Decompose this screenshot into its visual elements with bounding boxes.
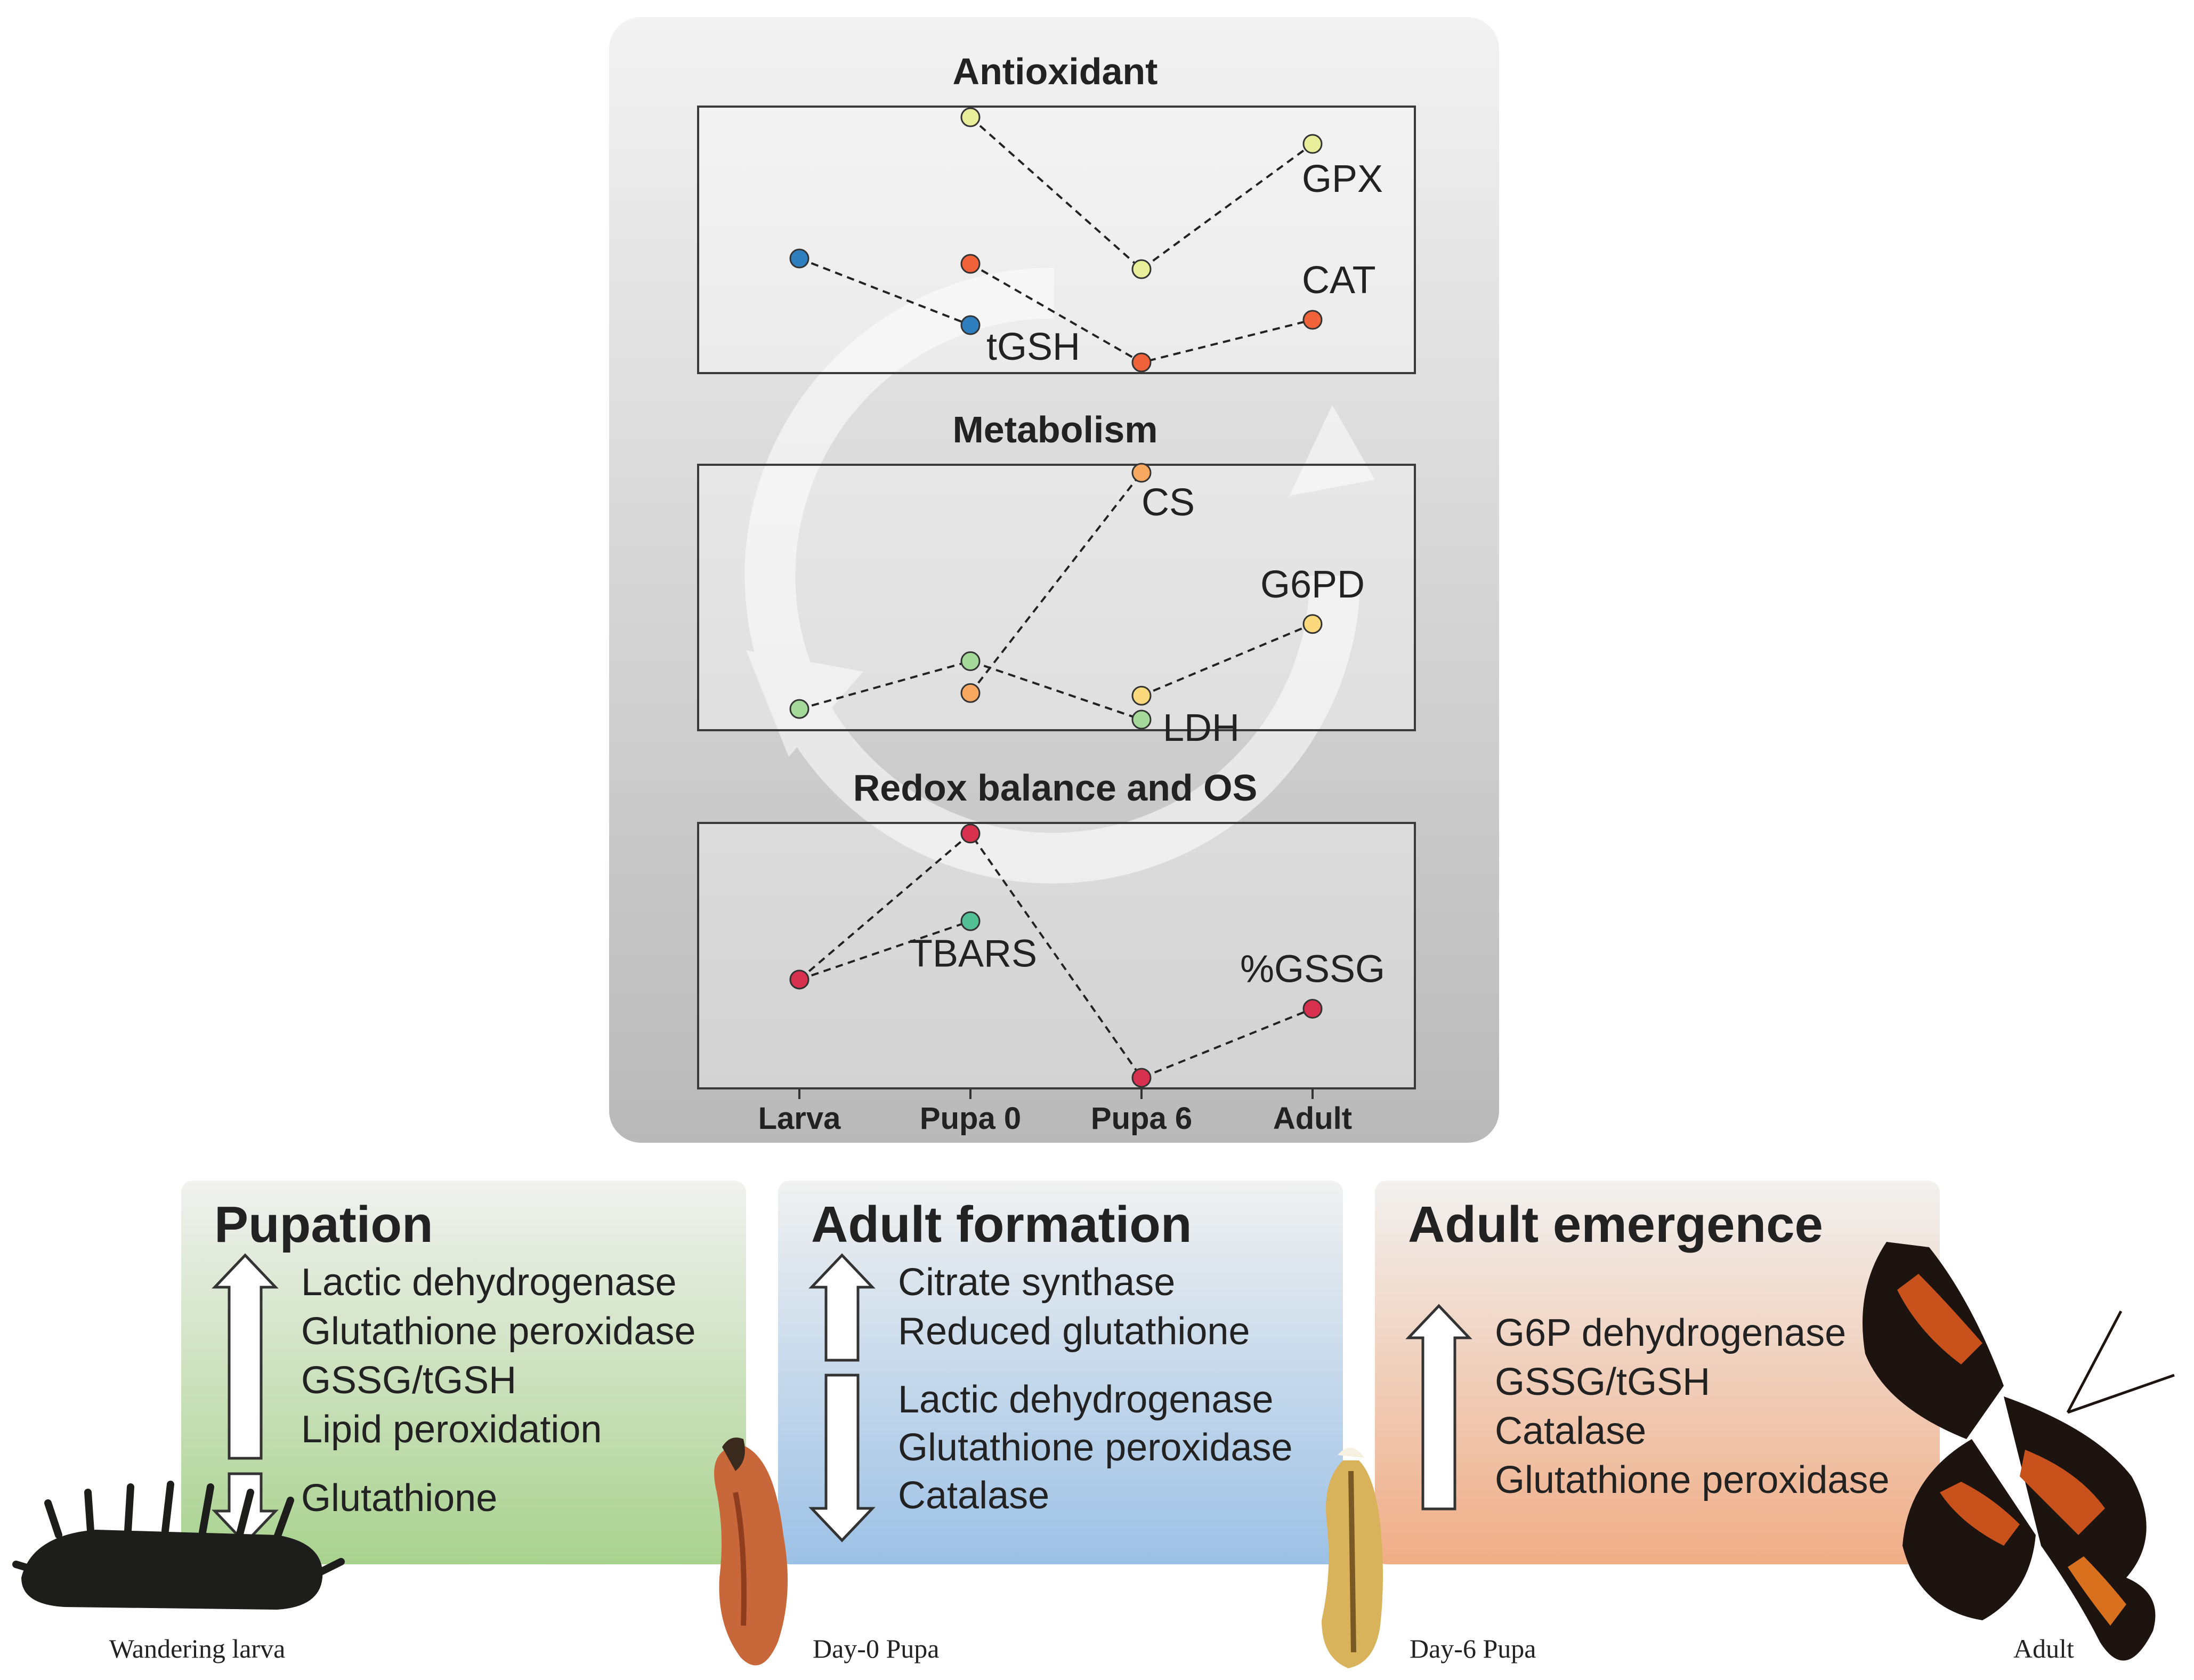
stage-heading: Adult formation [811, 1196, 1192, 1253]
data-point [960, 651, 981, 672]
organism-caption: Adult [2013, 1634, 2074, 1663]
caterpillar-icon [12, 1481, 345, 1610]
plot-2: Redox balance and OS TBARS %GSSG [697, 767, 1416, 1089]
series-line [799, 920, 971, 981]
series-line [969, 472, 1143, 694]
series-line [798, 831, 1313, 1079]
day0-pupa-icon [714, 1437, 788, 1666]
series-label: CAT [1302, 259, 1376, 302]
up-item: Lipid peroxidation [301, 1408, 602, 1451]
data-point [789, 248, 809, 269]
up-item: Glutathione peroxidase [1495, 1459, 1890, 1501]
x-tick-label: Adult [1273, 1101, 1352, 1136]
series-label: CS [1141, 481, 1195, 524]
stage-box-background [1375, 1181, 1940, 1564]
series-line [1141, 623, 1313, 697]
series-label: GPX [1302, 158, 1383, 200]
up-item: Reduced glutathione [898, 1310, 1250, 1353]
series-label: TBARS [909, 932, 1037, 975]
butterfly-icon [1863, 1242, 2175, 1661]
data-point [1131, 1068, 1152, 1088]
plot-frame [697, 464, 1416, 731]
organism-caption: Day-6 Pupa [1410, 1634, 1536, 1663]
up-arrow-icon [212, 1253, 279, 1460]
stage-box-background [778, 1181, 1343, 1564]
plot-title: Metabolism [952, 409, 1157, 450]
data-point [960, 823, 981, 844]
data-point [1131, 352, 1152, 373]
down-item: Catalase [898, 1474, 1049, 1517]
up-item: GSSG/tGSH [301, 1359, 516, 1402]
down-item: Lactic dehydrogenase [898, 1378, 1274, 1421]
up-item: Citrate synthase [898, 1261, 1175, 1304]
stage-box-background [181, 1181, 746, 1564]
series-label: LDH [1163, 707, 1240, 749]
down-arrow-icon [808, 1374, 876, 1542]
data-point [1131, 709, 1152, 730]
x-tick-label: Pupa 0 [920, 1101, 1021, 1136]
top-panel-background [609, 17, 1499, 1143]
up-item: Catalase [1495, 1410, 1646, 1452]
data-point [960, 254, 981, 274]
up-item: G6P dehydrogenase [1495, 1312, 1846, 1354]
up-item: GSSG/tGSH [1495, 1361, 1710, 1403]
plot-title: Redox balance and OS [853, 767, 1258, 809]
up-item: Glutathione peroxidase [301, 1310, 696, 1353]
data-point [960, 107, 981, 127]
plot-title: Antioxidant [953, 51, 1158, 92]
data-point [960, 315, 981, 335]
x-tick-label: Larva [758, 1101, 841, 1136]
plot-frame [697, 106, 1416, 374]
series-label: G6PD [1260, 563, 1365, 606]
data-point [1302, 310, 1323, 330]
organism-illustrations [12, 1242, 2175, 1668]
x-tick-label: Pupa 6 [1091, 1101, 1192, 1136]
stage-heading: Pupation [214, 1196, 433, 1253]
down-item: Glutathione peroxidase [898, 1426, 1293, 1469]
series-line [799, 257, 971, 326]
data-point [789, 699, 809, 719]
data-point [1131, 463, 1152, 483]
data-point [1131, 685, 1152, 706]
data-point [789, 970, 809, 990]
data-point [1131, 259, 1152, 279]
down-item: Glutathione [301, 1477, 497, 1520]
series-line [799, 660, 1142, 721]
data-point [1302, 134, 1323, 154]
up-arrow-icon [808, 1253, 876, 1362]
stage-heading: Adult emergence [1408, 1196, 1823, 1253]
data-point [1302, 614, 1323, 634]
data-point [960, 683, 981, 703]
organism-captions: Wandering larva Day-0 Pupa Day-6 Pupa Adult [109, 1634, 2074, 1663]
day6-pupa-icon [1322, 1448, 1383, 1668]
data-point [960, 911, 981, 931]
up-item: Lactic dehydrogenase [301, 1261, 677, 1304]
series-label: %GSSG [1240, 948, 1385, 991]
organism-caption: Day-0 Pupa [813, 1634, 939, 1663]
organism-caption: Wandering larva [109, 1634, 286, 1663]
data-point [1302, 999, 1323, 1019]
series-label: tGSH [986, 326, 1080, 368]
up-arrow-icon [1405, 1304, 1472, 1511]
